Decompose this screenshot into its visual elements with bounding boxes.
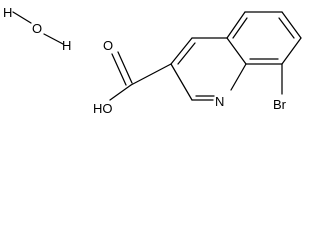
carbonyl-oxygen-label: O: [103, 38, 113, 53]
ring-double-c3-c4: [177, 42, 196, 65]
bond-c-o-double-2: [117, 51, 133, 84]
water-hydrogen-2-label: H: [62, 38, 71, 53]
ring-nitrogen-label: N: [215, 94, 224, 109]
carboxylic-acid-group: HO O: [93, 38, 172, 116]
ring-bond-c4a-c5: [226, 11, 246, 39]
hydroxyl-label: HO: [93, 101, 113, 116]
bromine-label: Br: [273, 97, 287, 112]
water-hydrogen-1-label: H: [3, 5, 12, 20]
water-bond-h2: [43, 33, 64, 45]
ring-bond-c7-c8: [281, 37, 302, 65]
water-bond-h1: [12, 11, 32, 24]
water-oxygen-label: O: [32, 21, 42, 36]
ring-bond-c4a-c8a: [226, 37, 247, 65]
bromine-substituent: Br: [273, 63, 287, 112]
ring-bond-c6-c7: [281, 11, 302, 39]
chemical-structure: H O H HO O N: [3, 5, 302, 116]
ring-double-c4a-c5: [232, 17, 248, 39]
ring-double-c6-c7: [278, 17, 295, 39]
quinoline-ring: N: [170, 11, 302, 109]
ring-bond-c8a-n: [230, 63, 247, 91]
water-molecule: H O H: [3, 5, 71, 53]
ring-bond-c3-c4: [170, 37, 193, 65]
bond-c-o-double-1: [111, 53, 127, 86]
bond-c-c3: [130, 63, 172, 86]
ring-bond-c2-c3: [170, 63, 193, 101]
bond-c-oh: [109, 84, 132, 101]
